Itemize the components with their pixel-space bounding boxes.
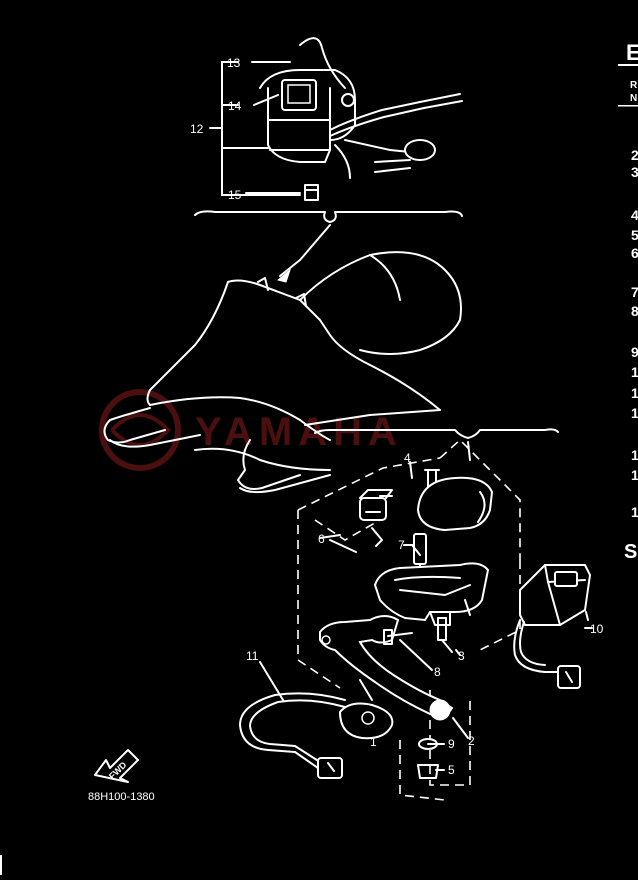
right-item: 1 [631, 405, 638, 421]
callout-7: 7 [398, 538, 405, 552]
throttle-assembly [239, 428, 593, 801]
right-item: 1 [631, 467, 638, 483]
fwd-arrow-icon: FWD [94, 749, 139, 783]
callout-2: 2 [468, 734, 475, 748]
right-item: 9 [631, 344, 638, 360]
callout-5: 5 [448, 763, 455, 777]
right-item: 5 [631, 227, 638, 243]
switch-box-assembly [194, 37, 463, 283]
callout-3: 3 [458, 649, 465, 663]
edge-mark [0, 855, 2, 875]
callout-10: 10 [590, 622, 604, 636]
callout-15: 15 [228, 188, 242, 202]
right-item: 8 [631, 303, 638, 319]
right-item: 1 [631, 447, 638, 463]
right-item: 3 [631, 164, 638, 180]
callout-8: 8 [434, 665, 441, 679]
right-item: 6 [631, 245, 638, 261]
watermark-text: YAMAHA [195, 410, 403, 454]
right-sub-n: N [630, 93, 637, 104]
callout-4: 4 [404, 451, 411, 465]
right-footer: S [624, 541, 637, 563]
right-column: E R N 2 3 4 5 6 7 8 9 1 1 1 1 1 1 S [618, 40, 638, 563]
callout-1: 1 [370, 735, 377, 749]
callout-6: 6 [318, 532, 325, 546]
right-item: 4 [631, 207, 638, 223]
callout-12: 12 [190, 122, 204, 136]
callouts: 13 14 12 15 4 6 7 3 10 8 11 2 9 5 1 [190, 56, 604, 777]
right-sub-r: R [630, 80, 638, 91]
fwd-label: FWD [107, 759, 129, 781]
right-item: 1 [631, 385, 638, 401]
right-item: 1 [631, 504, 638, 520]
part-number: 88H100-1380 [88, 791, 155, 803]
right-item: 7 [631, 284, 638, 300]
right-header: E [626, 40, 638, 65]
callout-13: 13 [227, 56, 241, 70]
callout-14: 14 [228, 99, 242, 113]
right-item: 2 [631, 147, 638, 163]
right-item: 1 [631, 364, 638, 380]
callout-11: 11 [246, 649, 259, 663]
callout-9: 9 [448, 737, 455, 751]
hood-outline [103, 251, 462, 494]
